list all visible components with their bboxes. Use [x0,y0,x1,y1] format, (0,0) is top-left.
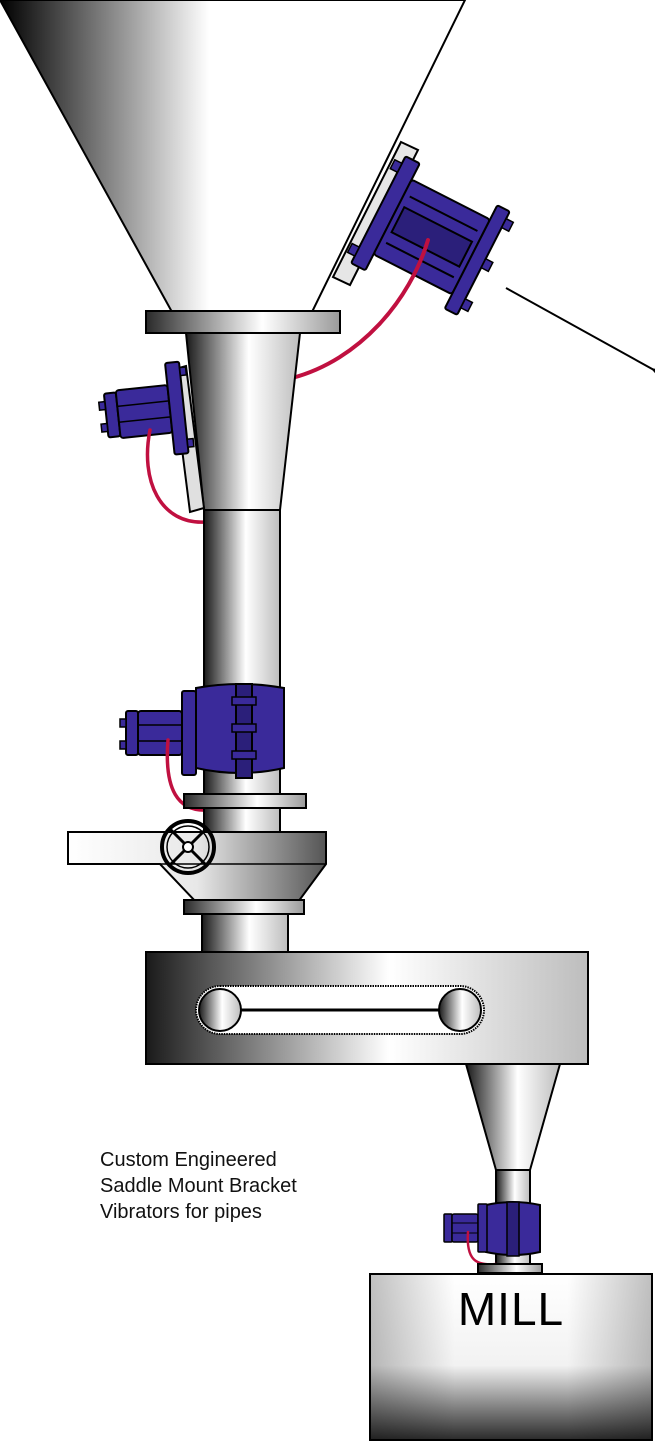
vibrator-hopper [346,155,515,316]
clamp-bolt [231,696,257,706]
pipe-flange-upper [183,793,307,809]
arrow-icon [505,287,655,391]
discharge-cone [464,1063,562,1171]
pipe-flange-lower [183,899,305,915]
cable-transition [145,428,208,524]
hopper-flange [145,310,341,334]
cable-hopper [290,238,430,380]
mill-box-shade [370,1274,652,1440]
conveyor-pulley-right [438,988,482,1032]
caption-line: Vibrators for pipes [100,1201,262,1223]
transition-cone [184,332,302,511]
cable-main-pipe [165,738,210,812]
clamp-bolt [231,750,257,760]
mill-label: MILL [457,1283,565,1335]
valve-chute [67,831,327,903]
caption-line: Custom Engineered [100,1149,277,1171]
valve-handwheel-icon[interactable] [160,819,216,875]
vibrator-transition [97,360,195,456]
pipe-neck [201,913,289,955]
vibrator-discharge [443,1203,488,1253]
caption-line: Saddle Mount Bracket [100,1175,297,1197]
vibrator-main-pipe [119,690,197,776]
clamp-bolt [231,723,257,733]
mill-inlet-flange [477,1263,543,1274]
caption: Custom Engineered Saddle Mount Bracket V… [100,1147,297,1225]
pipe-short-section [203,807,281,835]
saddle-clamp-small-strip [506,1201,520,1257]
conveyor-pulley-left [198,988,242,1032]
